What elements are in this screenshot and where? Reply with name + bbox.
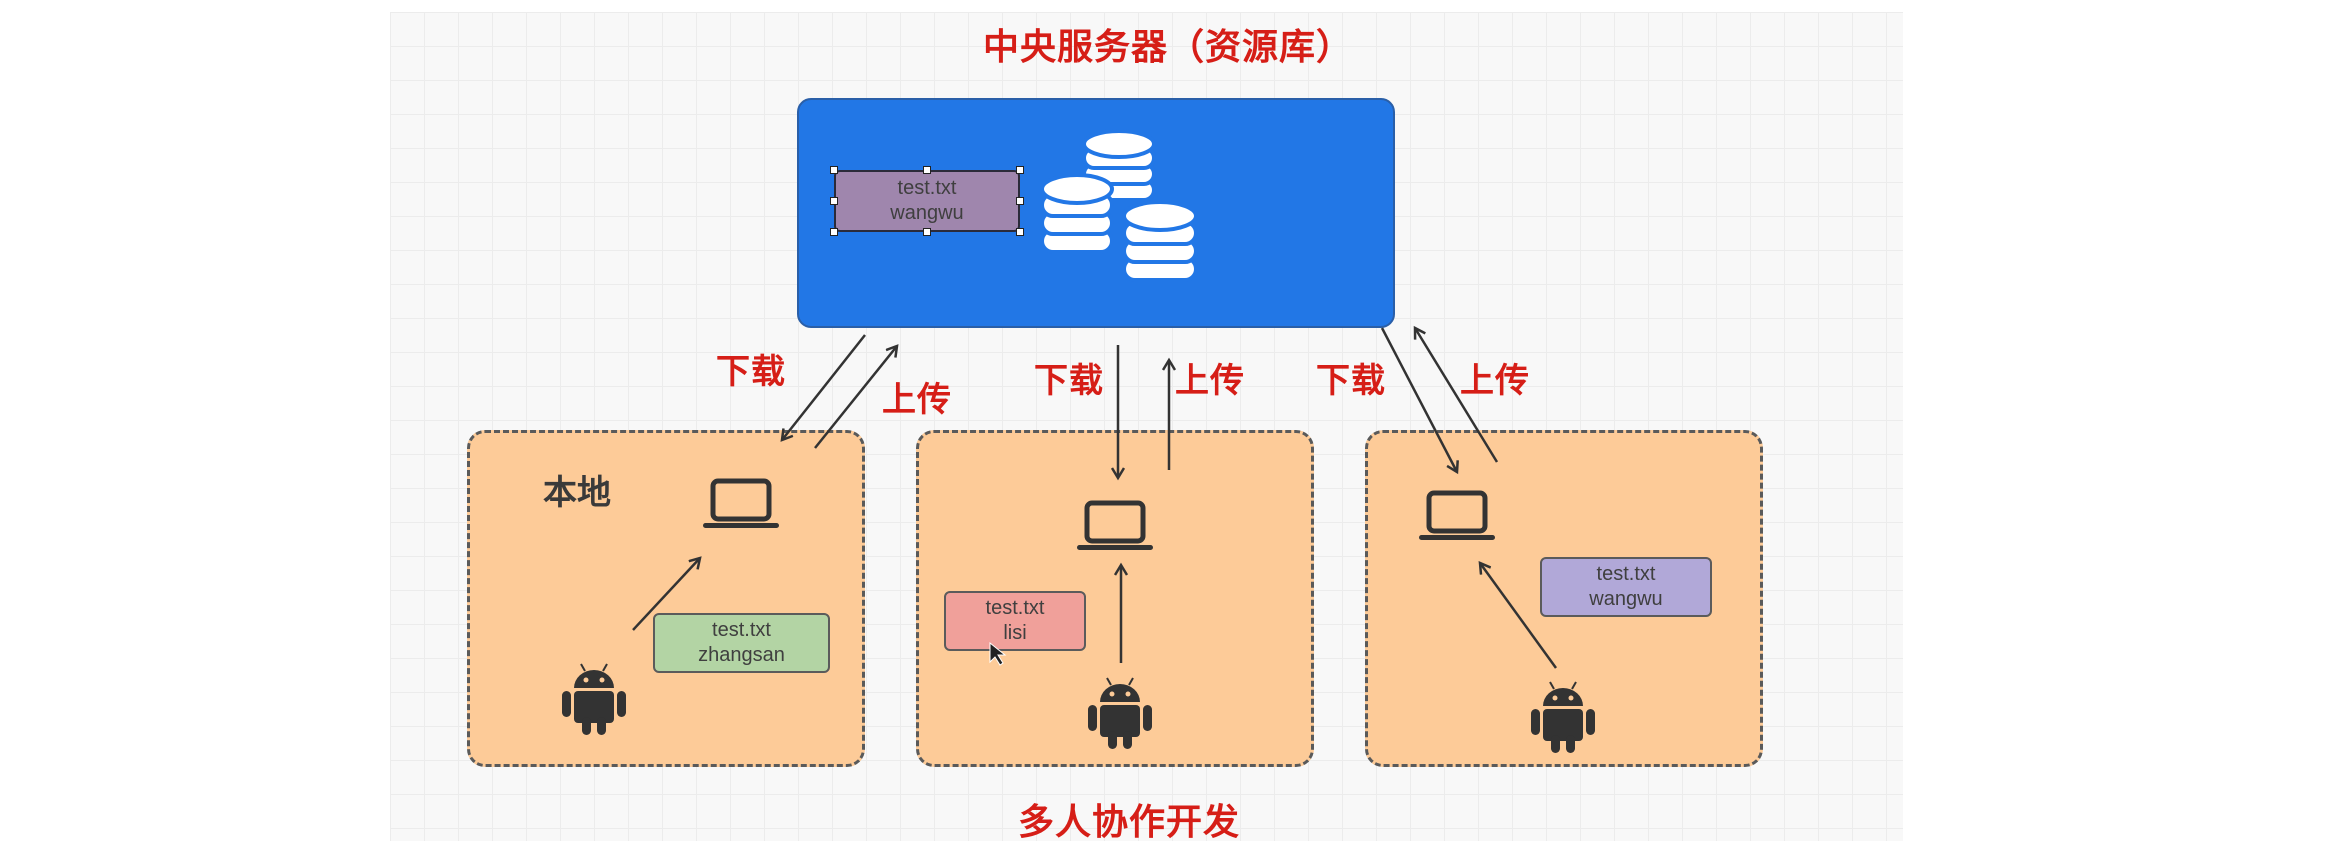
- upload-label-3: 上传: [1460, 361, 1530, 401]
- selection-handle-bl[interactable]: [830, 228, 838, 236]
- selection-handle-br[interactable]: [1016, 228, 1024, 236]
- selection-handle-tm[interactable]: [923, 166, 931, 174]
- selection-handle-mr[interactable]: [1016, 197, 1024, 205]
- file-owner: wangwu: [1589, 588, 1663, 610]
- upload-label-1: 上传: [882, 380, 952, 420]
- server-file-name: test.txt: [897, 177, 957, 199]
- client-file-note-wangwu[interactable]: test.txt wangwu: [1540, 557, 1712, 617]
- client-file-note-lisi[interactable]: test.txt lisi: [944, 591, 1086, 651]
- selection-handle-tl[interactable]: [830, 166, 838, 174]
- selection-handle-ml[interactable]: [830, 197, 838, 205]
- file-name: test.txt: [712, 619, 771, 641]
- download-label-1: 下载: [716, 352, 786, 392]
- upload-label-2: 上传: [1175, 361, 1245, 401]
- diagram-title: 中央服务器（资源库）: [983, 27, 1354, 68]
- selection-handle-bm[interactable]: [923, 228, 931, 236]
- server-file-owner: wangwu: [890, 202, 964, 224]
- diagram-footer: 多人协作开发: [1018, 802, 1241, 843]
- client-file-note-zhangsan[interactable]: test.txt zhangsan: [653, 613, 830, 673]
- server-file-note[interactable]: test.txt wangwu: [834, 170, 1020, 232]
- file-owner: zhangsan: [698, 644, 785, 666]
- download-label-3: 下载: [1316, 361, 1386, 401]
- file-name: test.txt: [1596, 563, 1656, 585]
- file-owner: lisi: [1003, 622, 1027, 644]
- local-label: 本地: [543, 473, 611, 513]
- central-server-box[interactable]: test.txt wangwu: [797, 98, 1395, 328]
- file-name: test.txt: [985, 597, 1045, 619]
- client-box-local[interactable]: [467, 430, 865, 767]
- database-stack-icon: [1040, 129, 1198, 282]
- selection-handle-tr[interactable]: [1016, 166, 1024, 174]
- download-label-2: 下载: [1034, 361, 1104, 401]
